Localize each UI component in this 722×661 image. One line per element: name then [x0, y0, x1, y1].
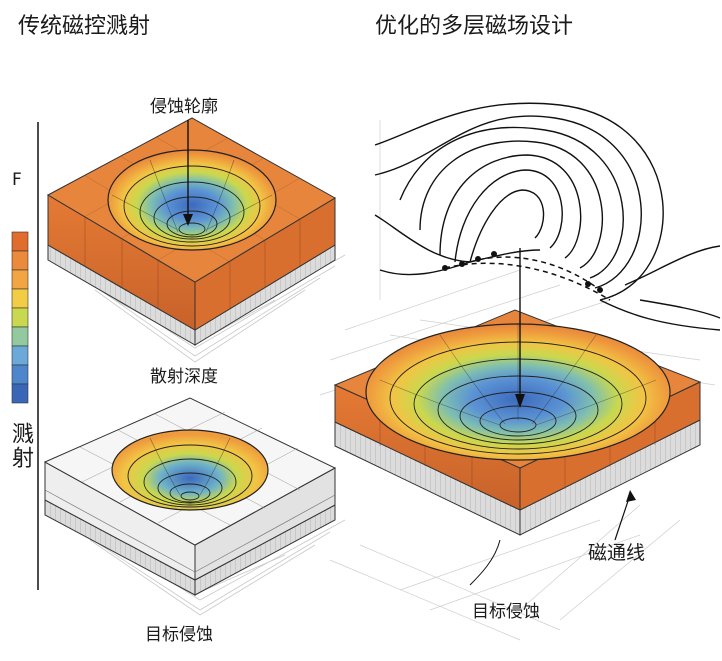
legend-swatch — [11, 288, 29, 309]
magnetic-flux-label: 磁通线 — [588, 542, 646, 564]
legend-swatch — [11, 250, 29, 271]
legend-swatch — [11, 307, 29, 328]
legend-swatch — [11, 345, 29, 366]
optimized-target — [319, 102, 721, 641]
legend-swatch — [11, 364, 29, 385]
traditional-target-bottom — [43, 397, 346, 616]
legend-swatch — [11, 231, 29, 252]
right-panel-title: 优化的多层磁场设计 — [375, 14, 574, 39]
erosion-profile-label: 侵蚀轮廓 — [150, 97, 218, 117]
side-axis-label: 溅射 — [8, 422, 33, 470]
legend-swatch — [11, 269, 29, 290]
legend-swatch — [11, 326, 29, 347]
left-panel-title: 传统磁控溅射 — [18, 14, 151, 39]
target-erosion-left-label: 目标侵蚀 — [145, 625, 213, 645]
color-legend — [11, 231, 29, 404]
traditional-target-top — [46, 117, 346, 363]
scatter-depth-label: 散射深度 — [150, 367, 218, 387]
target-erosion-right-label: 目标侵蚀 — [472, 602, 540, 622]
legend-swatch — [11, 383, 29, 404]
side-axis-mark: F — [12, 170, 22, 190]
